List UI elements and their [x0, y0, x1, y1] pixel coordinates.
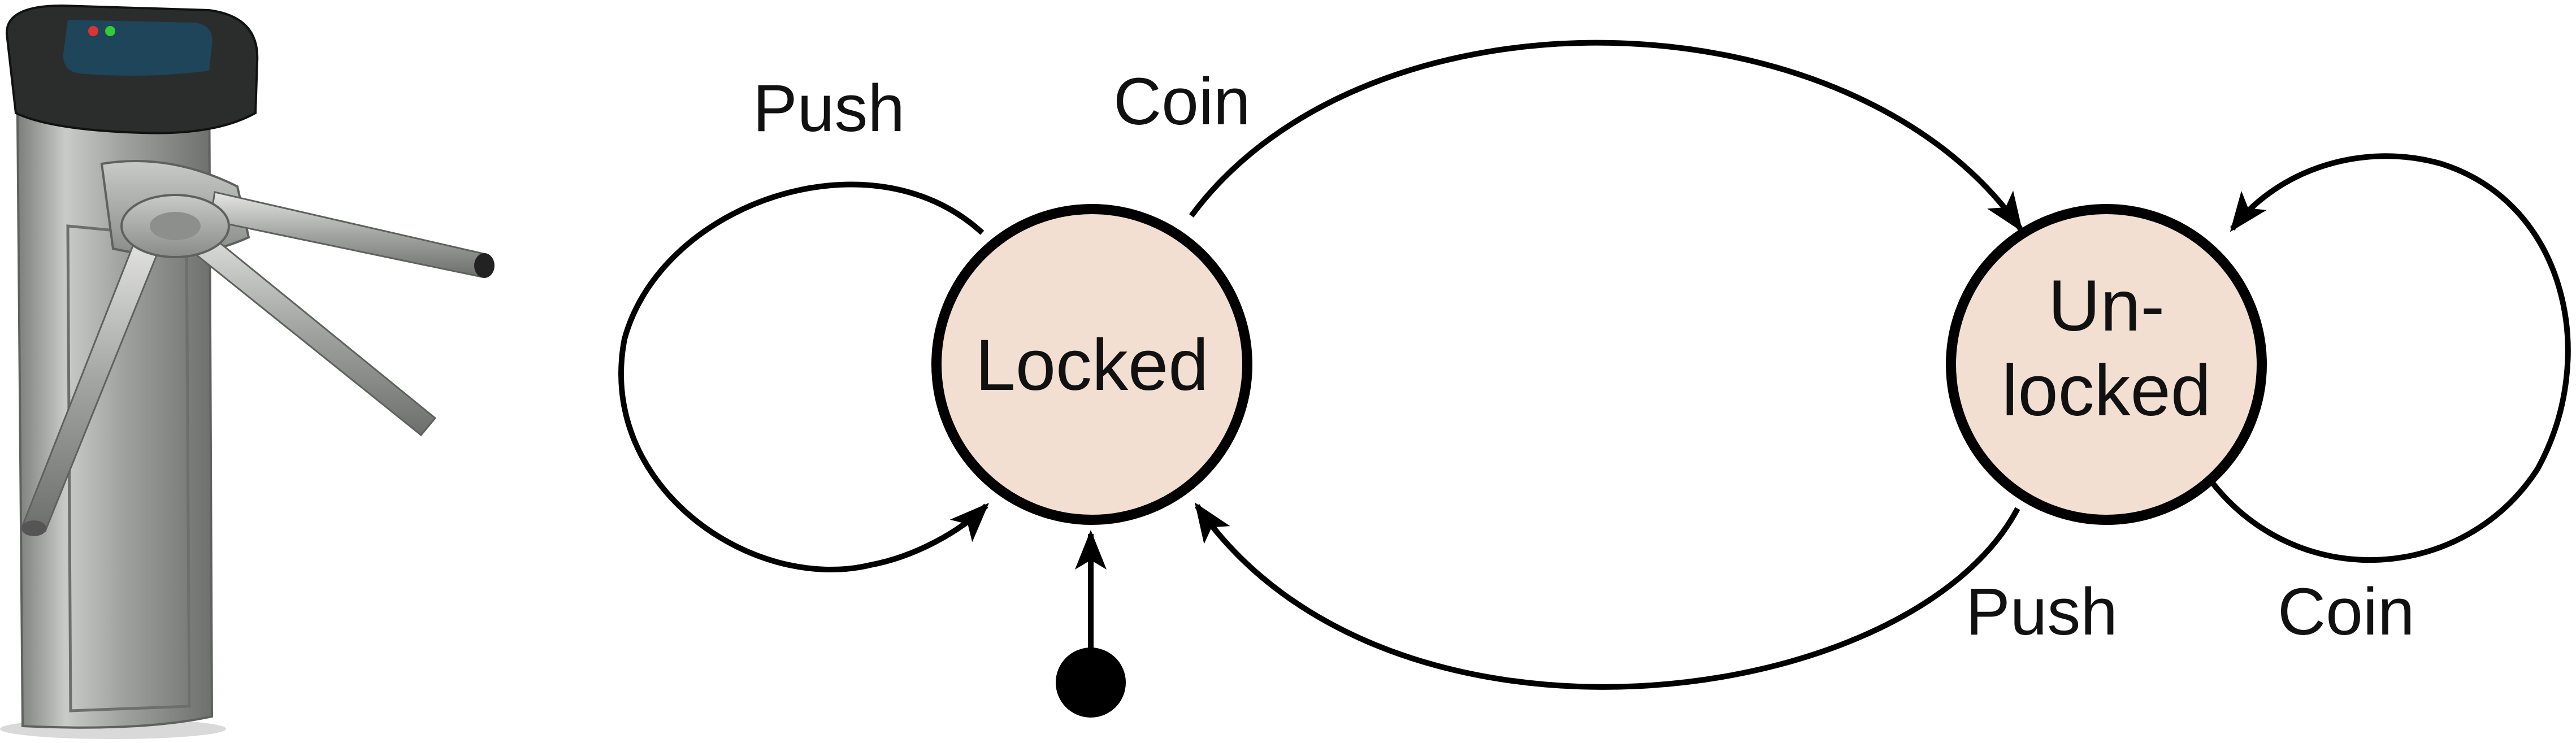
turnstile-photo-icon — [0, 4, 495, 739]
edge-label-locked-to-unlocked: Coin — [1113, 64, 1251, 139]
edge-locked-to-unlocked — [1189, 40, 2023, 232]
edge-unlocked-self-loop — [2210, 153, 2571, 563]
state-unlocked-label-line2: locked — [2002, 350, 2211, 431]
edge-unlocked-to-locked — [1194, 502, 2020, 690]
state-locked: Locked — [931, 204, 1252, 525]
edge-label-unlocked-self: Coin — [2278, 575, 2415, 649]
initial-state-dot — [1056, 648, 1126, 718]
state-unlocked: Un- locked — [1946, 204, 2267, 525]
edge-label-locked-self: Push — [753, 71, 905, 146]
state-unlocked-label-line1: Un- — [2048, 266, 2165, 346]
edge-locked-self-loop — [618, 181, 989, 572]
state-locked-label: Locked — [975, 325, 1209, 406]
edge-label-unlocked-to-locked: Push — [1966, 575, 2118, 649]
state-locked-circle — [931, 204, 1252, 525]
state-unlocked-circle — [1946, 204, 2267, 525]
